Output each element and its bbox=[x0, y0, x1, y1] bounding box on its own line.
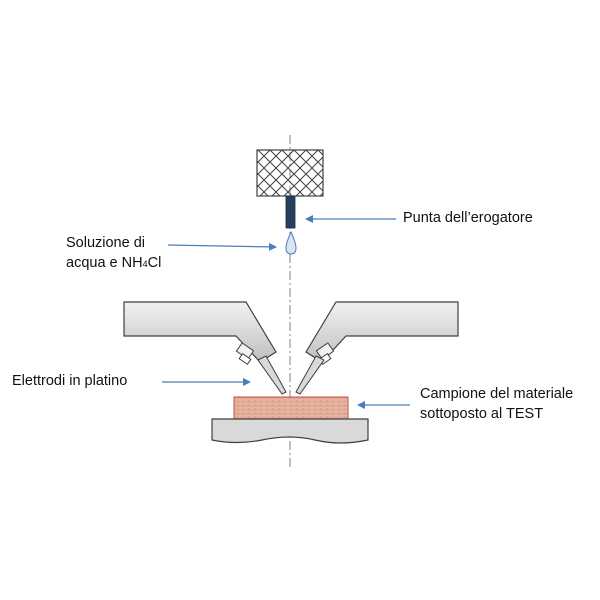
dispenser-nozzle bbox=[285, 195, 296, 229]
solution-arrow bbox=[167, 242, 277, 251]
left-platinum-electrode bbox=[257, 355, 287, 395]
solution-label-line2: acqua e NH4Cl bbox=[66, 253, 161, 274]
solution-drop bbox=[285, 230, 297, 255]
solution-label-subscript: 4 bbox=[142, 259, 148, 269]
sample-label-line1: Campione del materiale bbox=[420, 386, 574, 402]
electrodes-label: Elettrodi in platino bbox=[12, 373, 128, 389]
right-platinum-electrode bbox=[295, 355, 325, 395]
left-electrode-screw bbox=[238, 352, 252, 366]
solution-label-prefix: acqua e NH bbox=[66, 255, 143, 271]
sample-label-line2: sottoposto al TEST bbox=[420, 406, 544, 422]
solution-label-line1: Soluzione di bbox=[66, 235, 145, 251]
nozzle-tip-label: Punta dell’erogatore bbox=[403, 210, 533, 226]
material-sample bbox=[233, 396, 349, 420]
sample-support-base bbox=[211, 418, 369, 444]
dispenser-head bbox=[256, 149, 324, 197]
solution-label-suffix: Cl bbox=[147, 255, 162, 271]
left-electrode-holder bbox=[123, 301, 277, 363]
